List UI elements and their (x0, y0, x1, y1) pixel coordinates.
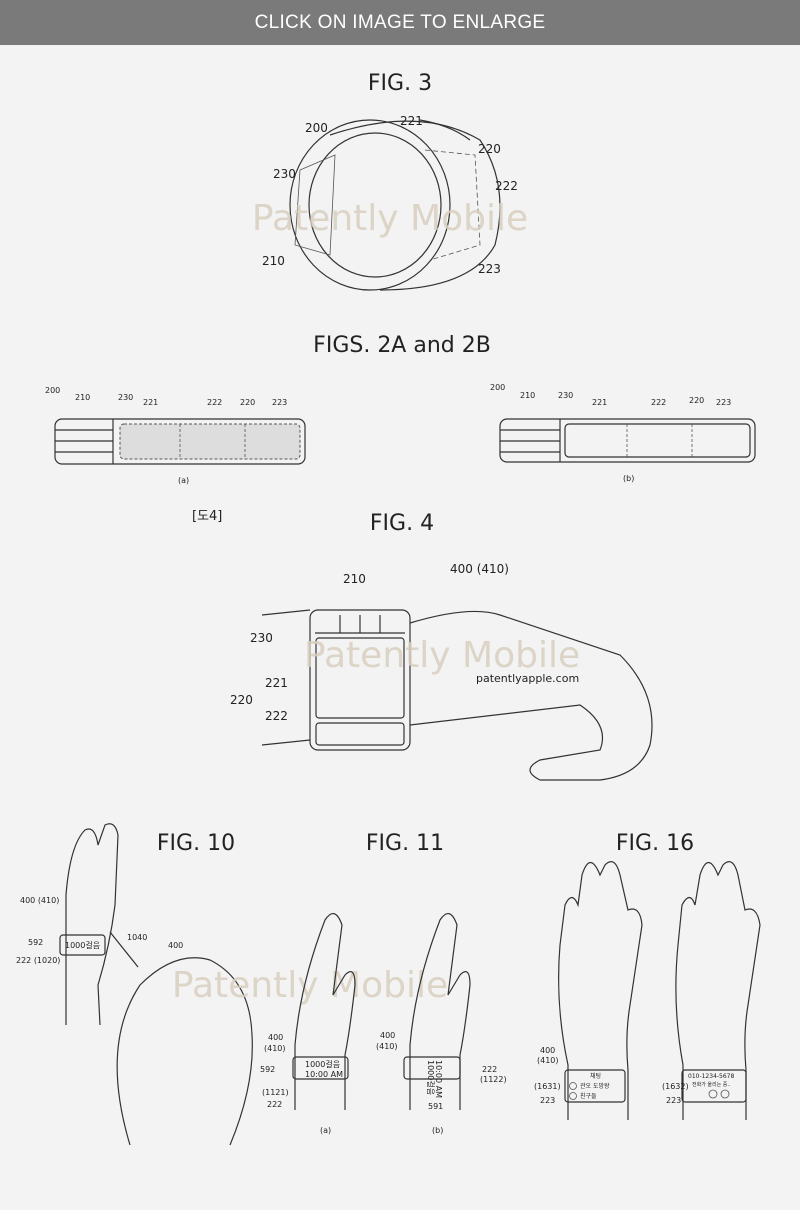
fig4-wrist-drawing (261, 609, 653, 781)
fig4-label: 400 (410) (450, 562, 509, 576)
fig2b-label: 223 (716, 398, 731, 407)
watermark: Patently Mobile (172, 965, 448, 1006)
fig3-label: 210 (262, 254, 285, 268)
fig2b-caption: (b) (623, 474, 634, 483)
fig16b-label: (1632) (662, 1082, 689, 1091)
patent-figures[interactable]: FIG. 3 200 221 220 230 222 210 223 Paten… (0, 45, 800, 1210)
fig10-label: 400 (168, 941, 183, 950)
fig3-ring-drawing (289, 119, 501, 291)
fig16a-label: 223 (540, 1096, 555, 1105)
fig11a-label: 400 (268, 1033, 283, 1042)
fig4-title: FIG. 4 (370, 511, 434, 536)
fig10-label: 592 (28, 938, 43, 947)
fig2a-label: 221 (143, 398, 158, 407)
fig2a-label: 230 (118, 393, 133, 402)
watermark: Patently Mobile (252, 198, 528, 239)
fig3-label: 230 (273, 167, 296, 181)
click-to-enlarge-bar[interactable]: CLICK ON IMAGE TO ENLARGE (0, 0, 800, 45)
fig16a-label: 400 (540, 1046, 555, 1055)
fig4-label: 221 (265, 676, 288, 690)
fig2a-label: 220 (240, 398, 255, 407)
fig4-label: 220 (230, 693, 253, 707)
fig16-title: FIG. 16 (616, 831, 694, 856)
fig2a-label: 200 (45, 386, 60, 395)
fig16a-item: 친구들 (580, 1092, 597, 1100)
fig2a-label: 223 (272, 398, 287, 407)
fig4-url: patentlyapple.com (476, 672, 579, 685)
fig2-title: FIGS. 2A and 2B (313, 333, 491, 358)
fig16a-display-title: 채팅 (590, 1072, 601, 1080)
fig16b-display-sub: 전화가 울리는 중.. (692, 1081, 731, 1088)
fig10-label: 222 (1020) (16, 956, 60, 965)
fig16a-label: (1631) (534, 1082, 561, 1091)
fig11b-label: (410) (376, 1042, 398, 1051)
fig2a-label: 210 (75, 393, 90, 402)
fig3-title: FIG. 3 (368, 71, 432, 96)
fig2a-strip (54, 418, 306, 465)
fig3-label: 222 (495, 179, 518, 193)
fig11a-label: (1121) (262, 1088, 289, 1097)
fig2a-label: 222 (207, 398, 222, 407)
fig11b-display-line2: 10:00 AM (434, 1060, 443, 1098)
fig3-label: 220 (478, 142, 501, 156)
fig2a-caption: (a) (178, 476, 189, 485)
fig11b-label: 591 (428, 1102, 443, 1111)
fig3-label: 200 (305, 121, 328, 135)
fig2b-label: 222 (651, 398, 666, 407)
fig4-korean-label: [도4] (192, 509, 222, 524)
fig11a-label: (410) (264, 1044, 286, 1053)
fig3-label: 221 (400, 114, 423, 128)
fig10-title: FIG. 10 (157, 831, 235, 856)
fig2b-label: 220 (689, 396, 704, 405)
fig16b-label: 223 (666, 1096, 681, 1105)
fig11b-label: 222 (482, 1065, 497, 1074)
fig11b-caption: (b) (432, 1126, 443, 1135)
fig11-title: FIG. 11 (366, 831, 444, 856)
fig2b-label: 200 (490, 383, 505, 392)
fig2b-strip (499, 418, 756, 463)
fig11a-display-line2: 10:00 AM (305, 1070, 343, 1079)
fig10-display: 1000걸음 (65, 941, 100, 950)
fig11-drawing (292, 913, 471, 1110)
fig16-drawing (558, 861, 761, 1120)
fig4-label: 210 (343, 572, 366, 586)
fig4-label: 230 (250, 631, 273, 645)
fig11a-label: 222 (267, 1100, 282, 1109)
fig11a-label: 592 (260, 1065, 275, 1074)
fig16a-label: (410) (537, 1056, 559, 1065)
fig10-drawing (59, 823, 253, 1146)
watermark: Patently Mobile (304, 635, 580, 676)
fig11b-label: 400 (380, 1031, 395, 1040)
fig3-label: 223 (478, 262, 501, 276)
fig11a-caption: (a) (320, 1126, 331, 1135)
fig10-label: 400 (410) (20, 896, 59, 905)
fig2b-label: 221 (592, 398, 607, 407)
fig16b-display-title: 010-1234-5678 (688, 1073, 735, 1080)
fig2b-label: 230 (558, 391, 573, 400)
fig11b-label: (1122) (480, 1075, 507, 1084)
fig11b-display-line1: 1000걸음 (426, 1060, 435, 1095)
fig2b-label: 210 (520, 391, 535, 400)
fig11a-display-line1: 1000걸음 (305, 1060, 340, 1069)
fig16a-item: 관오 도망왕 (580, 1082, 610, 1090)
fig4-label: 222 (265, 709, 288, 723)
fig10-label: 1040 (127, 933, 147, 942)
